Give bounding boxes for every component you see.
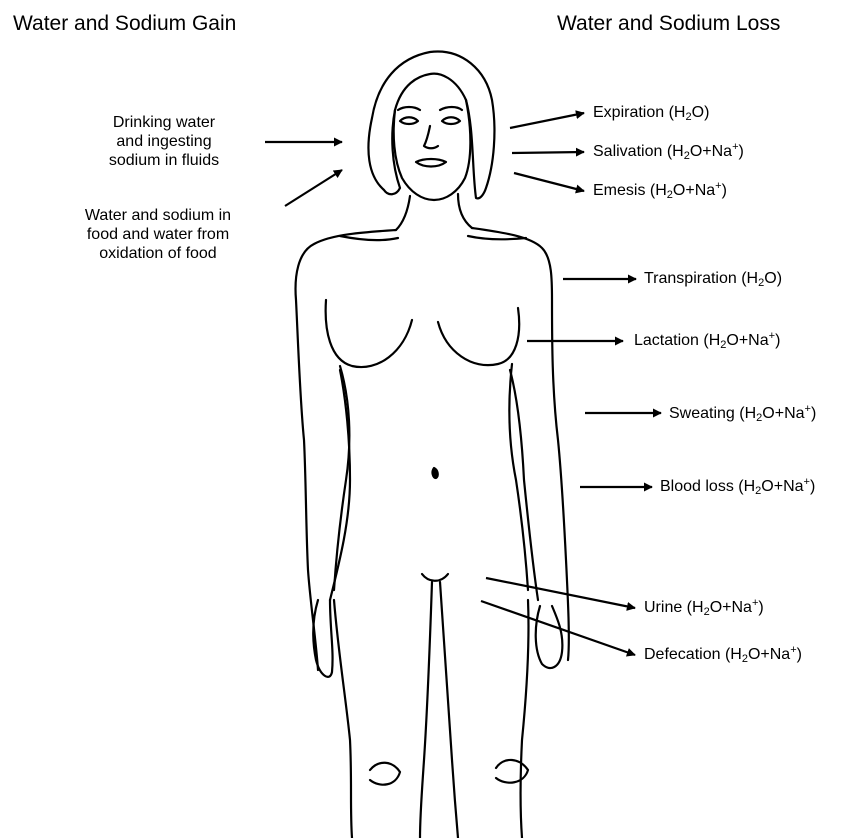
- face-outline: [394, 100, 471, 200]
- left-shoulder-arm: [296, 230, 396, 670]
- loss-heading: Water and Sodium Loss: [557, 13, 780, 34]
- gain-arrows: [265, 142, 342, 206]
- right-knee: [496, 760, 528, 783]
- loss-label-transpiration: Transpiration (H2O): [644, 271, 782, 287]
- left-eye: [400, 117, 418, 124]
- loss-label-salivation: Salivation (H2O+Na+): [593, 144, 744, 160]
- left-breast: [326, 300, 412, 367]
- mouth: [416, 159, 446, 167]
- gain-label-line: Water and sodium in: [54, 206, 262, 225]
- loss-label-sweating: Sweating (H2O+Na+): [669, 406, 816, 422]
- gain-label-line: oxidation of food: [54, 244, 262, 263]
- loss-label-blood-loss: Blood loss (H2O+Na+): [660, 479, 815, 495]
- right-leg-outer: [521, 600, 529, 838]
- loss-arrow-urine: [486, 578, 635, 608]
- navel: [433, 468, 438, 478]
- hair-outline: [368, 52, 494, 199]
- right-leg-inner: [440, 582, 458, 838]
- gain-label-line: food and water from: [54, 225, 262, 244]
- loss-label-defecation: Defecation (H2O+Na+): [644, 647, 802, 663]
- loss-label-urine: Urine (H2O+Na+): [644, 600, 764, 616]
- right-breast: [438, 308, 519, 365]
- right-eye: [442, 117, 460, 124]
- left-leg-inner: [420, 582, 432, 838]
- crotch-line: [422, 574, 448, 581]
- loss-label-lactation: Lactation (H2O+Na+): [634, 333, 780, 349]
- right-inner-arm: [510, 370, 538, 600]
- left-clavicle: [340, 236, 398, 240]
- human-figure-outline: [296, 52, 569, 838]
- loss-arrow-emesis: [514, 173, 584, 191]
- neck-right: [458, 194, 472, 228]
- gain-label-food: Water and sodium in food and water from …: [54, 206, 262, 263]
- gain-heading: Water and Sodium Gain: [13, 13, 236, 34]
- left-waist: [334, 366, 349, 590]
- right-waist: [509, 364, 528, 590]
- loss-arrow-salivation: [512, 152, 584, 153]
- gain-arrow-food: [285, 170, 342, 206]
- loss-arrow-expiration: [510, 113, 584, 128]
- right-eyebrow: [440, 107, 462, 110]
- gain-label-drinking: Drinking water and ingesting sodium in f…: [84, 113, 244, 170]
- gain-label-line: Drinking water: [84, 113, 244, 132]
- gain-label-line: sodium in fluids: [84, 151, 244, 170]
- gain-label-line: and ingesting: [84, 132, 244, 151]
- right-hand: [536, 606, 563, 668]
- right-shoulder-arm: [472, 228, 569, 660]
- left-knee: [370, 763, 400, 785]
- loss-label-expiration: Expiration (H2O): [593, 105, 709, 121]
- nose: [424, 126, 438, 148]
- loss-arrow-defecation: [481, 601, 635, 655]
- neck-left: [396, 196, 410, 230]
- left-leg-outer: [334, 600, 352, 838]
- loss-label-emesis: Emesis (H2O+Na+): [593, 183, 727, 199]
- left-eyebrow: [398, 107, 420, 110]
